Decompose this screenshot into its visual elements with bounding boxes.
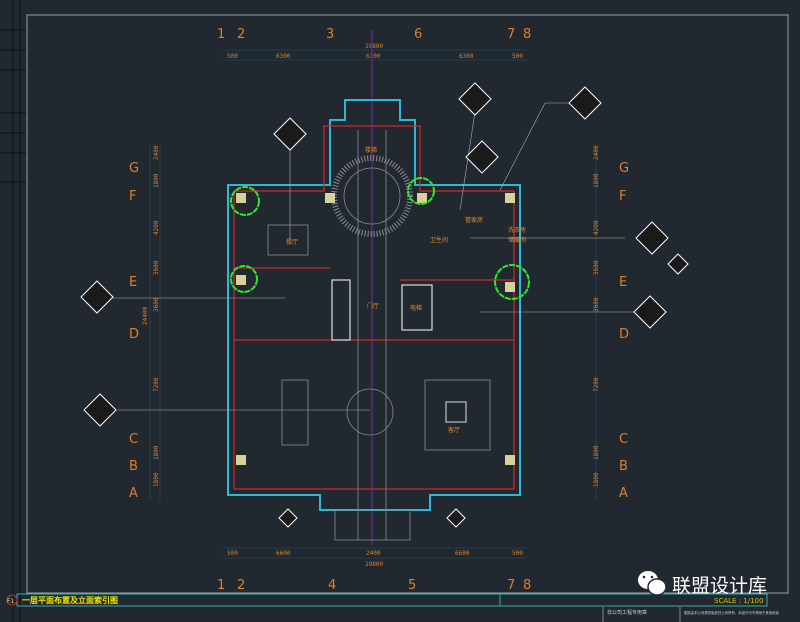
label: 3600 [593, 297, 600, 312]
label: 洗衣房 [508, 226, 526, 234]
label: 3 [326, 27, 334, 42]
label: 5 [408, 578, 416, 593]
dimensions-left: 24400 2400 1800 4200 3600 3600 7200 1800… [142, 145, 160, 487]
drawing-title: 一层平面布置及立面索引图 [22, 595, 118, 605]
label: 2400 [153, 145, 160, 160]
label: 6 [414, 27, 422, 42]
label: 6300 [276, 53, 291, 60]
label: 1 [217, 27, 225, 42]
label: 1800 [593, 445, 600, 460]
title-bar: F1 一层平面布置及立面索引图 SCALE : 1/100 非公司工程专用章 图… [6, 593, 780, 622]
label: 500 [227, 53, 238, 60]
label: 1800 [153, 472, 160, 487]
revision-clouds [230, 177, 530, 300]
label: 1800 [153, 445, 160, 460]
label: 7200 [153, 377, 160, 392]
label: 4 [328, 578, 336, 593]
label: 6600 [276, 550, 291, 557]
stamp-label: 非公司工程专用章 [607, 609, 647, 616]
label: 7 [507, 27, 515, 42]
label: 7200 [593, 377, 600, 392]
label: D [129, 327, 139, 342]
room-labels: 管家房 卫生间 餐厅 客厅 门厅 电梯 楼梯 洗衣房 储藏间 [286, 146, 526, 434]
label: 6300 [459, 53, 474, 60]
label: E [129, 275, 137, 290]
watermark: 联盟设计库 [638, 571, 767, 597]
label: 联盟设计库 [672, 575, 767, 597]
label: F [619, 189, 626, 204]
label: 1800 [153, 173, 160, 188]
label: 3600 [153, 260, 160, 275]
dimensions-bottom: 500 6600 2400 6600 500 19800 [227, 550, 523, 568]
label: 餐厅 [286, 238, 298, 246]
dimensions-right: 2400 1800 4200 3600 3600 7200 1800 1800 [593, 145, 600, 487]
label: E [619, 275, 627, 290]
label: 500 [227, 550, 238, 557]
left-title-strip [0, 0, 26, 622]
index-leader-lines [110, 102, 635, 411]
label: 管家房 [465, 216, 483, 224]
label: 500 [512, 53, 523, 60]
label: 客厅 [448, 426, 460, 434]
sheet-tag: F1 [7, 598, 14, 605]
label: 19800 [365, 43, 383, 50]
label: G [129, 161, 139, 176]
label: A [129, 486, 138, 501]
label: 2 [237, 27, 245, 42]
label: 2 [237, 578, 245, 593]
dimension-lines [149, 49, 597, 559]
label: 电梯 [410, 304, 422, 312]
label: C [129, 432, 138, 447]
label: B [129, 459, 138, 474]
label: C [619, 432, 628, 447]
elevation-index-symbols [80, 82, 689, 528]
label: 3600 [593, 260, 600, 275]
grid-left: G F E D C B A [129, 161, 139, 501]
label: 1800 [593, 472, 600, 487]
grid-right: G F E D C B A [619, 161, 629, 501]
label: 卫生间 [430, 236, 448, 244]
label: B [619, 459, 628, 474]
label: 2400 [593, 145, 600, 160]
dimensions-top: 19800 500 6300 6300 6300 500 [227, 43, 523, 60]
drawing-frame [26, 14, 789, 594]
label: 储藏间 [508, 236, 526, 244]
label: 3600 [153, 297, 160, 312]
wechat-icon [638, 571, 667, 596]
grid-top: 1 2 3 6 7 8 [217, 27, 531, 42]
label: 7 [507, 578, 515, 593]
drawing-scale: SCALE : 1/100 [714, 597, 763, 605]
label: 19800 [365, 561, 383, 568]
label: D [619, 327, 629, 342]
label: 8 [523, 27, 531, 42]
label: 门厅 [367, 302, 379, 310]
label: 4200 [153, 220, 160, 235]
label: F [129, 189, 136, 204]
label: 1 [217, 578, 225, 593]
label: 500 [512, 550, 523, 557]
label: 8 [523, 578, 531, 593]
label: 4200 [593, 220, 600, 235]
label: 6600 [455, 550, 470, 557]
copyright-note: 图纸由本公司提供版权归公司所有，未经许可不得用于其他用途 [684, 610, 780, 615]
label: 2400 [366, 550, 381, 557]
label: A [619, 486, 628, 501]
label: 楼梯 [365, 146, 377, 154]
grid-bottom: 1 2 4 5 7 8 [217, 578, 531, 593]
label: 1800 [593, 173, 600, 188]
label: 24400 [142, 307, 149, 325]
sheet-tag-marker [6, 594, 18, 606]
label: G [619, 161, 629, 176]
label: 6300 [366, 53, 381, 60]
